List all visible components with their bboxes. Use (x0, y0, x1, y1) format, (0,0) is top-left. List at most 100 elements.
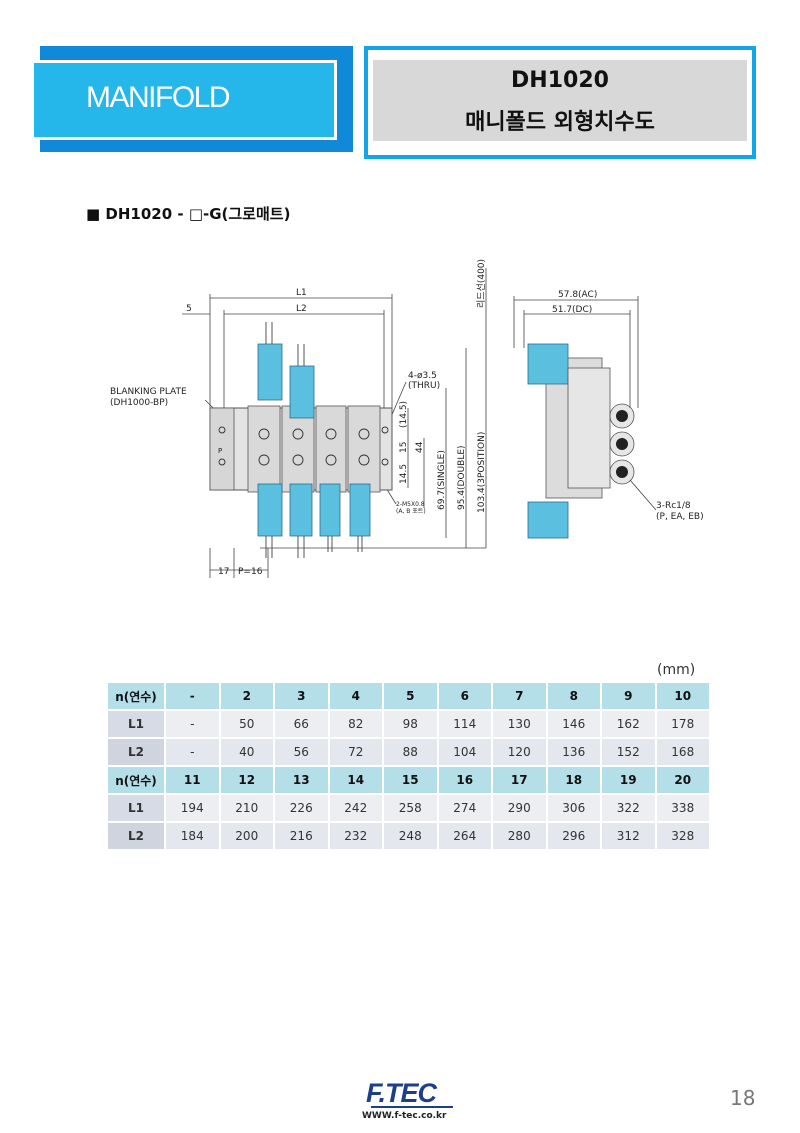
label-3position: 103.4(3POSITION) (477, 432, 487, 513)
table-cell: 12 (220, 767, 275, 795)
table-row-label: L2 (108, 739, 166, 767)
table-cell: 40 (220, 739, 275, 767)
table-cell: 264 (438, 823, 493, 851)
table-cell: 20 (656, 767, 711, 795)
table-cell: 11 (166, 767, 221, 795)
table-row-label: L1 (108, 711, 166, 739)
title-box: DH1020 매니폴드 외형치수도 (364, 46, 756, 159)
table-cell: 10 (656, 683, 711, 711)
table-cell: 184 (166, 823, 221, 851)
table-cell: 248 (384, 823, 439, 851)
table-cell: 338 (656, 795, 711, 823)
label-l2: L2 (296, 304, 307, 314)
table-cell: 18 (547, 767, 602, 795)
label-l1: L1 (296, 288, 307, 298)
table-cell: 200 (220, 823, 275, 851)
table-cell: 210 (220, 795, 275, 823)
label-44: 44 (415, 441, 425, 453)
table-cell: 56 (275, 739, 330, 767)
label-m5-ports: (A, B 포트) (396, 508, 426, 515)
table-cell: 152 (602, 739, 657, 767)
table-cell: 232 (329, 823, 384, 851)
table-cell: 16 (438, 767, 493, 795)
table-cell: 226 (275, 795, 330, 823)
table-cell: 296 (547, 823, 602, 851)
label-blanking-plate-model: (DH1000-BP) (110, 398, 168, 408)
table-row-label: L1 (108, 795, 166, 823)
label-rc: 3-Rc1/8 (656, 501, 691, 511)
label-blanking-plate: BLANKING PLATE (110, 387, 187, 397)
table-cell: 162 (602, 711, 657, 739)
title-box-fill: DH1020 매니폴드 외형치수도 (373, 60, 747, 141)
table-cell: 178 (656, 711, 711, 739)
label-double: 95.4(DOUBLE) (457, 445, 467, 510)
model-title: DH1020 (511, 68, 609, 93)
table-cell: - (166, 739, 221, 767)
table-cell: 280 (493, 823, 548, 851)
table-cell: 328 (656, 823, 711, 851)
table-cell: 242 (329, 795, 384, 823)
table-cell: 14 (329, 767, 384, 795)
table-cell: 5 (384, 683, 439, 711)
page-subtitle: 매니폴드 외형치수도 (465, 110, 655, 135)
label-rc-ports: (P, EA, EB) (656, 512, 704, 522)
table-cell: 114 (438, 711, 493, 739)
table-cell: 66 (275, 711, 330, 739)
label-pitch: P=16 (238, 567, 263, 577)
table-cell: - (166, 711, 221, 739)
label-lead-wire: 리드선(400) (476, 259, 487, 308)
label-holes: 4-ø3.5 (408, 371, 437, 381)
label-pitch-17: 17 (218, 567, 229, 577)
label-dc: 51.7(DC) (552, 305, 592, 315)
label-14-5-bottom: 14.5 (399, 464, 409, 484)
section-label: MANIFOLD (86, 81, 231, 114)
table-cell: 168 (656, 739, 711, 767)
table-cell: 8 (547, 683, 602, 711)
label-14-5-top: (14.5) (399, 401, 409, 428)
table-cell: 194 (166, 795, 221, 823)
table-cell: 17 (493, 767, 548, 795)
table-cell: 290 (493, 795, 548, 823)
table-row-label: L2 (108, 823, 166, 851)
unit-label: (mm) (657, 662, 696, 678)
table-row-label: n(연수) (108, 683, 166, 711)
table-cell: 120 (493, 739, 548, 767)
table-cell: 306 (547, 795, 602, 823)
table-cell: 88 (384, 739, 439, 767)
table-cell: 15 (384, 767, 439, 795)
manifold-dimension-drawing: L1 L2 5 BLANKING PLATE (DH1000-BP) 4-ø3.… (110, 259, 704, 578)
label-thru: (THRU) (408, 381, 440, 391)
label-port-p: P (218, 447, 222, 455)
table-cell: 274 (438, 795, 493, 823)
table-cell: 4 (329, 683, 384, 711)
table-cell: 104 (438, 739, 493, 767)
table-cell: 7 (493, 683, 548, 711)
table-cell: 322 (602, 795, 657, 823)
table-cell: 136 (547, 739, 602, 767)
table-cell: 130 (493, 711, 548, 739)
table-cell: 312 (602, 823, 657, 851)
table-cell: 3 (275, 683, 330, 711)
page-number: 18 (730, 1086, 756, 1110)
table-cell: 19 (602, 767, 657, 795)
table-cell: 50 (220, 711, 275, 739)
table-cell: 13 (275, 767, 330, 795)
table-cell: 146 (547, 711, 602, 739)
website-url: WWW.f-tec.co.kr (362, 1111, 447, 1121)
table-cell: 98 (384, 711, 439, 739)
label-single: 69.7(SINGLE) (437, 450, 447, 510)
table-cell: 216 (275, 823, 330, 851)
table-cell: 6 (438, 683, 493, 711)
table-cell: - (166, 683, 221, 711)
label-m5: 2-M5X0.8 (396, 501, 425, 508)
table-cell: 2 (220, 683, 275, 711)
table-cell: 9 (602, 683, 657, 711)
